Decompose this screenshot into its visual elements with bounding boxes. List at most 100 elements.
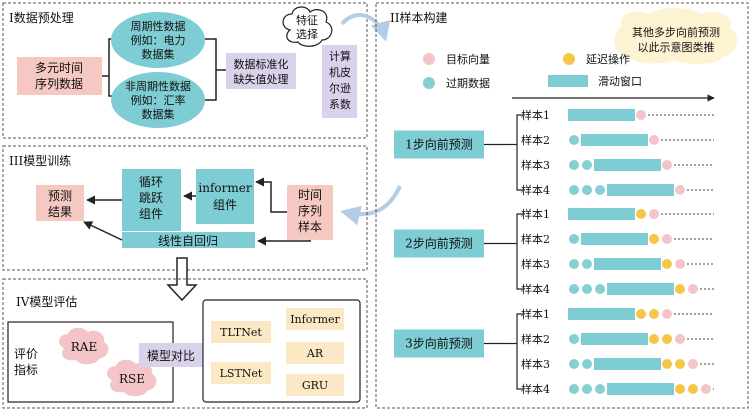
multivariate-label-2: 序列数据 — [35, 76, 83, 91]
sliding-window — [594, 258, 661, 270]
legend-delay-label: 延迟操作 — [586, 52, 630, 66]
sample-row: 样本2 — [521, 133, 714, 147]
section-training-title: III模型训练 — [9, 153, 71, 168]
ts-sample-label-2: 序列 — [298, 203, 322, 218]
pearson-label-1: 计算 — [329, 49, 351, 63]
group-label-box — [394, 329, 484, 358]
metric-label-1: 评价 — [14, 347, 38, 361]
section-preprocess-frame — [2, 2, 368, 139]
sample-name: 样本1 — [521, 207, 550, 221]
group-label: 3步向前预测 — [405, 336, 473, 351]
sample-name: 样本1 — [521, 307, 550, 321]
delay-dot — [636, 209, 646, 219]
merge-connector — [205, 38, 217, 101]
target-dot — [636, 110, 646, 120]
delay-dot — [688, 384, 698, 394]
legend-past-dot — [423, 77, 435, 89]
arrow-linear-to-result — [83, 221, 123, 241]
target-dot — [649, 209, 659, 219]
target-dot — [675, 185, 685, 195]
sample-row: 样本4 — [521, 382, 714, 396]
nonperiodic-ellipse — [111, 72, 205, 128]
sliding-window — [607, 283, 674, 295]
metric-label-2: 指标 — [14, 362, 38, 377]
delay-dot — [662, 334, 672, 344]
past-data-dot — [569, 234, 579, 244]
target-dot — [688, 284, 698, 294]
multivariate-box — [17, 57, 102, 95]
sliding-window — [594, 159, 661, 171]
ts-sample-box — [287, 185, 333, 240]
group-bracket — [516, 114, 522, 191]
model-lstnet-box — [211, 362, 271, 384]
model-gru-label: GRU — [302, 379, 328, 392]
result-label-2: 结果 — [48, 205, 72, 219]
nonperiodic-label-2: 例如：汇率 — [131, 93, 186, 107]
multivariate-label-1: 多元时间 — [35, 61, 83, 75]
legend-past-label: 过期数据 — [446, 76, 490, 90]
legend-window-swatch — [548, 75, 588, 87]
group-label: 1步向前预测 — [405, 137, 473, 152]
past-data-dot — [569, 334, 579, 344]
sample-name: 样本4 — [521, 183, 550, 197]
sliding-window — [607, 383, 674, 395]
target-dot — [675, 334, 685, 344]
sample-name: 样本3 — [521, 357, 550, 371]
sample-row: 样本1 — [521, 207, 714, 221]
past-data-dot — [569, 259, 579, 269]
skip-label-1: 循环 — [139, 175, 163, 189]
model-tltnet-label: TLTNet — [220, 326, 262, 339]
sample-row: 样本2 — [521, 232, 714, 246]
pearson-box — [322, 45, 357, 118]
result-label-1: 预测 — [48, 189, 72, 203]
past-data-dot — [569, 384, 579, 394]
group-bracket — [516, 213, 522, 290]
sample-row: 样本4 — [521, 183, 714, 197]
section-evaluation: IV模型评估 评价 指标 RAE RSE 模型对比 TLTNet Informe… — [2, 278, 368, 409]
sample-name: 样本2 — [521, 133, 550, 147]
delay-dot — [649, 309, 659, 319]
skip-label-2: 跳跃 — [139, 191, 163, 205]
delay-dot — [636, 309, 646, 319]
sliding-window — [568, 109, 635, 121]
compare-label: 模型对比 — [147, 349, 195, 363]
past-data-dot — [582, 359, 592, 369]
section-training: III模型训练 预测 结果 循环 跳跃 组件 informer 组件 时间 序列… — [2, 145, 368, 271]
normalize-label-1: 数据标准化 — [234, 57, 289, 71]
nonperiodic-label-1: 非周期性数据 — [125, 79, 191, 93]
section-samples-title: II样本构建 — [390, 10, 447, 25]
linear-box — [122, 232, 255, 248]
target-dot — [662, 234, 672, 244]
section-samples: II样本构建 其他多步向前预测 以此示意图类推 目标向量 延迟操作 过期数据 滑… — [375, 2, 749, 409]
flow-arrow-to-samples — [340, 13, 391, 42]
sliding-window — [568, 208, 635, 220]
rse-label: RSE — [119, 372, 145, 386]
past-data-dot — [569, 284, 579, 294]
informer-box — [196, 169, 254, 224]
result-box — [36, 185, 84, 221]
delay-dot — [649, 334, 659, 344]
ts-sample-label-3: 样本 — [298, 219, 322, 234]
compare-box — [139, 343, 203, 367]
note-line-1: 其他多步向前预测 — [632, 25, 720, 39]
past-data-dot — [569, 160, 579, 170]
feature-cloud — [282, 6, 333, 47]
legend-window-label: 滑动窗口 — [598, 74, 642, 88]
periodic-label-3: 数据集 — [142, 47, 175, 61]
rse-cloud — [107, 359, 157, 397]
linear-label: 线性自回归 — [158, 234, 218, 248]
legend-delay-dot — [563, 53, 575, 65]
target-dot — [688, 359, 698, 369]
normalize-box — [226, 53, 296, 89]
section-evaluation-frame — [2, 278, 368, 409]
rae-label: RAE — [71, 340, 97, 354]
arrow-sample-to-informer — [255, 177, 287, 213]
sample-row: 样本1 — [521, 307, 714, 321]
past-data-dot — [569, 185, 579, 195]
group-label-box — [394, 130, 484, 159]
delay-dot — [662, 359, 672, 369]
sliding-window — [581, 333, 648, 345]
